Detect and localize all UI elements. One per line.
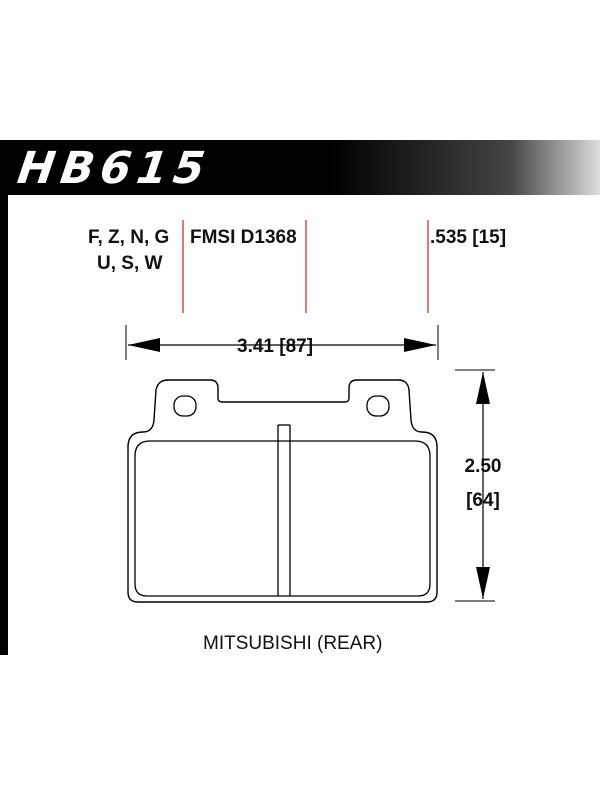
width-arrow-right (404, 338, 436, 352)
height-arrow-top (476, 372, 490, 404)
thickness-dimension: .535 [15] (430, 227, 507, 248)
application-label: MITSUBISHI (REAR) (203, 633, 383, 654)
left-border-rule (0, 195, 8, 655)
backing-plate-outline (127, 379, 438, 603)
mounting-hole-left (173, 395, 197, 417)
width-arrow-left (128, 338, 160, 352)
mounting-hole-right (366, 395, 390, 417)
height-arrow-bottom (476, 567, 490, 599)
fmsi-number: FMSI D1368 (190, 227, 297, 248)
compounds-line-1: F, Z, N, G (88, 227, 170, 248)
width-dimension-label: 3.41 [87] (231, 336, 320, 358)
header-bar (0, 140, 600, 195)
compounds-line-2: U, S, W (97, 253, 163, 274)
friction-material-outline (134, 440, 431, 597)
